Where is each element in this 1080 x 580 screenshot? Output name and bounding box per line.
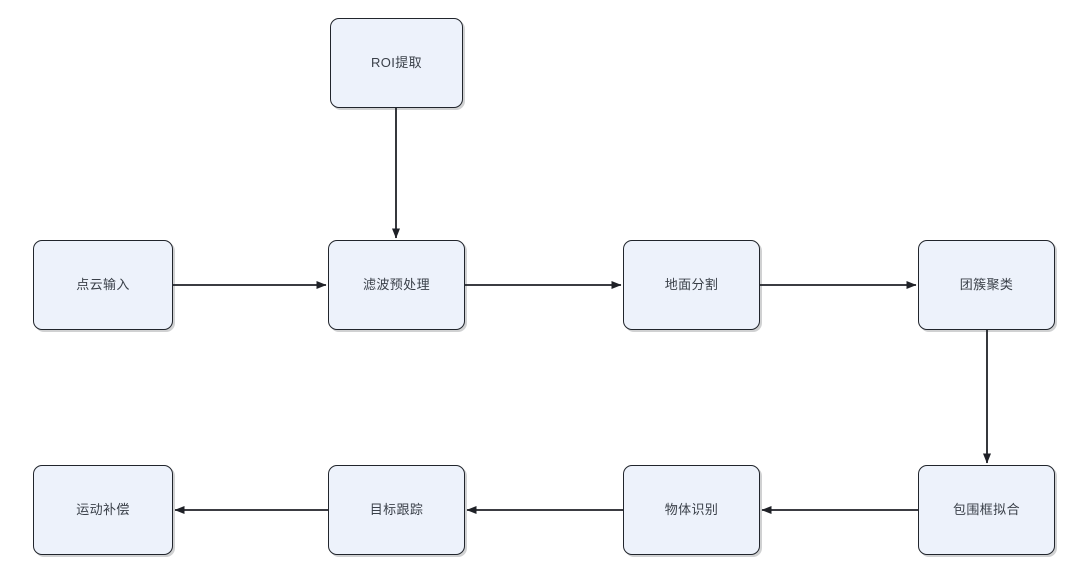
node-bbox[interactable]: 包围框拟合 — [918, 465, 1055, 555]
node-track[interactable]: 目标跟踪 — [328, 465, 465, 555]
node-label-filter: 滤波预处理 — [362, 276, 430, 292]
node-label-track: 目标跟踪 — [369, 501, 424, 517]
node-label-bbox: 包围框拟合 — [952, 501, 1020, 517]
node-roi[interactable]: ROI提取 — [330, 18, 463, 108]
node-label-motion: 运动补偿 — [76, 501, 130, 517]
node-ground[interactable]: 地面分割 — [623, 240, 760, 330]
node-input[interactable]: 点云输入 — [33, 240, 173, 330]
node-label-ground: 地面分割 — [664, 276, 719, 292]
node-label-recognize: 物体识别 — [664, 501, 719, 517]
node-recognize[interactable]: 物体识别 — [623, 465, 760, 555]
node-filter[interactable]: 滤波预处理 — [328, 240, 465, 330]
node-label-roi: ROI提取 — [370, 54, 423, 70]
node-motion[interactable]: 运动补偿 — [33, 465, 173, 555]
node-label-cluster: 团簇聚类 — [959, 276, 1014, 292]
node-cluster[interactable]: 团簇聚类 — [918, 240, 1055, 330]
node-label-input: 点云输入 — [76, 276, 130, 292]
